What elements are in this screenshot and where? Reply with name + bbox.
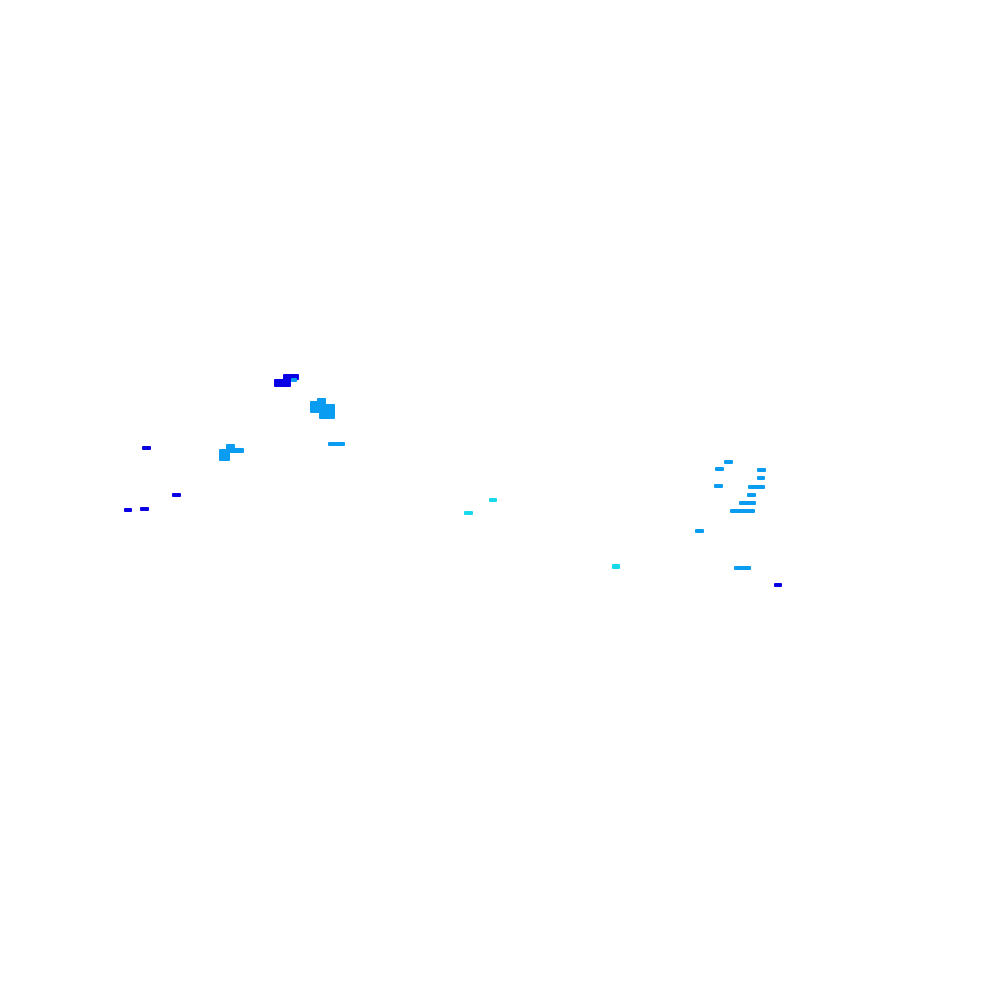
fragment-sky-blue xyxy=(734,566,751,570)
fragment-sky-blue xyxy=(748,485,765,489)
fragment-sky-blue xyxy=(724,460,733,464)
fragment-deep-blue xyxy=(172,493,181,497)
fragment-cyan xyxy=(612,564,620,569)
fragment-sky-blue xyxy=(317,398,326,406)
fragment-sky-blue xyxy=(757,468,766,472)
fragment-cyan xyxy=(489,498,497,502)
fragment-deep-blue xyxy=(142,446,151,450)
fragment-sky-blue xyxy=(739,501,756,505)
fragment-sky-blue xyxy=(747,493,756,497)
fragment-sky-blue xyxy=(757,476,765,480)
fragment-sky-blue xyxy=(695,529,704,533)
fragment-cyan xyxy=(464,511,473,515)
fragment-deep-blue xyxy=(140,507,149,511)
fragment-sky-blue xyxy=(291,378,297,382)
fragment-sky-blue xyxy=(219,449,230,461)
fragment-deep-blue xyxy=(274,379,291,387)
fragment-sky-blue xyxy=(229,448,244,453)
fragment-sky-blue xyxy=(714,484,723,488)
fragment-sky-blue xyxy=(715,467,724,471)
fragment-sky-blue xyxy=(730,509,755,513)
fragment-deep-blue xyxy=(124,508,132,512)
fragment-deep-blue xyxy=(283,374,299,380)
fragment-sky-blue xyxy=(328,442,345,446)
fragment-sky-blue xyxy=(319,404,335,419)
fragment-deep-blue xyxy=(774,583,782,587)
